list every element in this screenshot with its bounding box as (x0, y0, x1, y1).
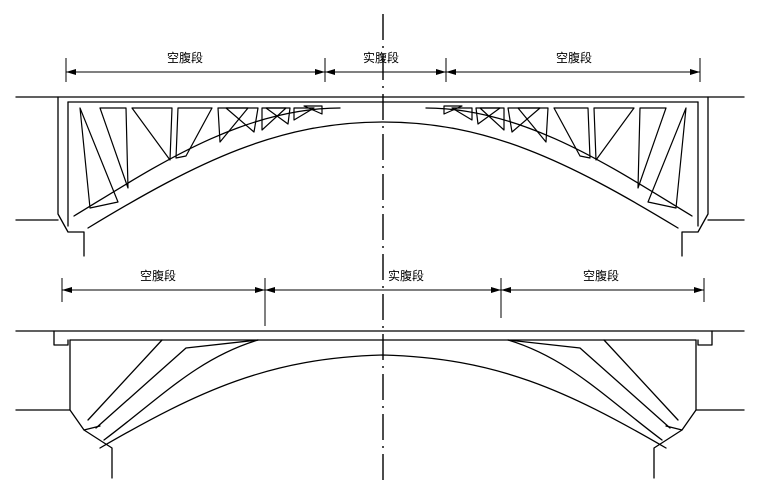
bottom-label-right: 空腹段 (583, 268, 619, 283)
top-label-left: 空腹段 (167, 50, 203, 65)
top-left-spandrel-openings (79, 105, 323, 209)
top-label-right: 空腹段 (556, 50, 592, 65)
top-open-spandrel-arch: 空腹段 实腹段 空腹段 (15, 50, 745, 257)
bottom-solid-spandrel-arch: 空腹段 实腹段 空腹段 (15, 268, 745, 479)
bottom-label-left: 空腹段 (140, 268, 176, 283)
top-label-center: 实腹段 (363, 50, 399, 65)
top-right-spandrel-openings (443, 105, 687, 209)
top-dimension-line (65, 58, 701, 82)
bottom-label-center: 实腹段 (388, 268, 424, 283)
bottom-dimension-line (61, 278, 705, 326)
